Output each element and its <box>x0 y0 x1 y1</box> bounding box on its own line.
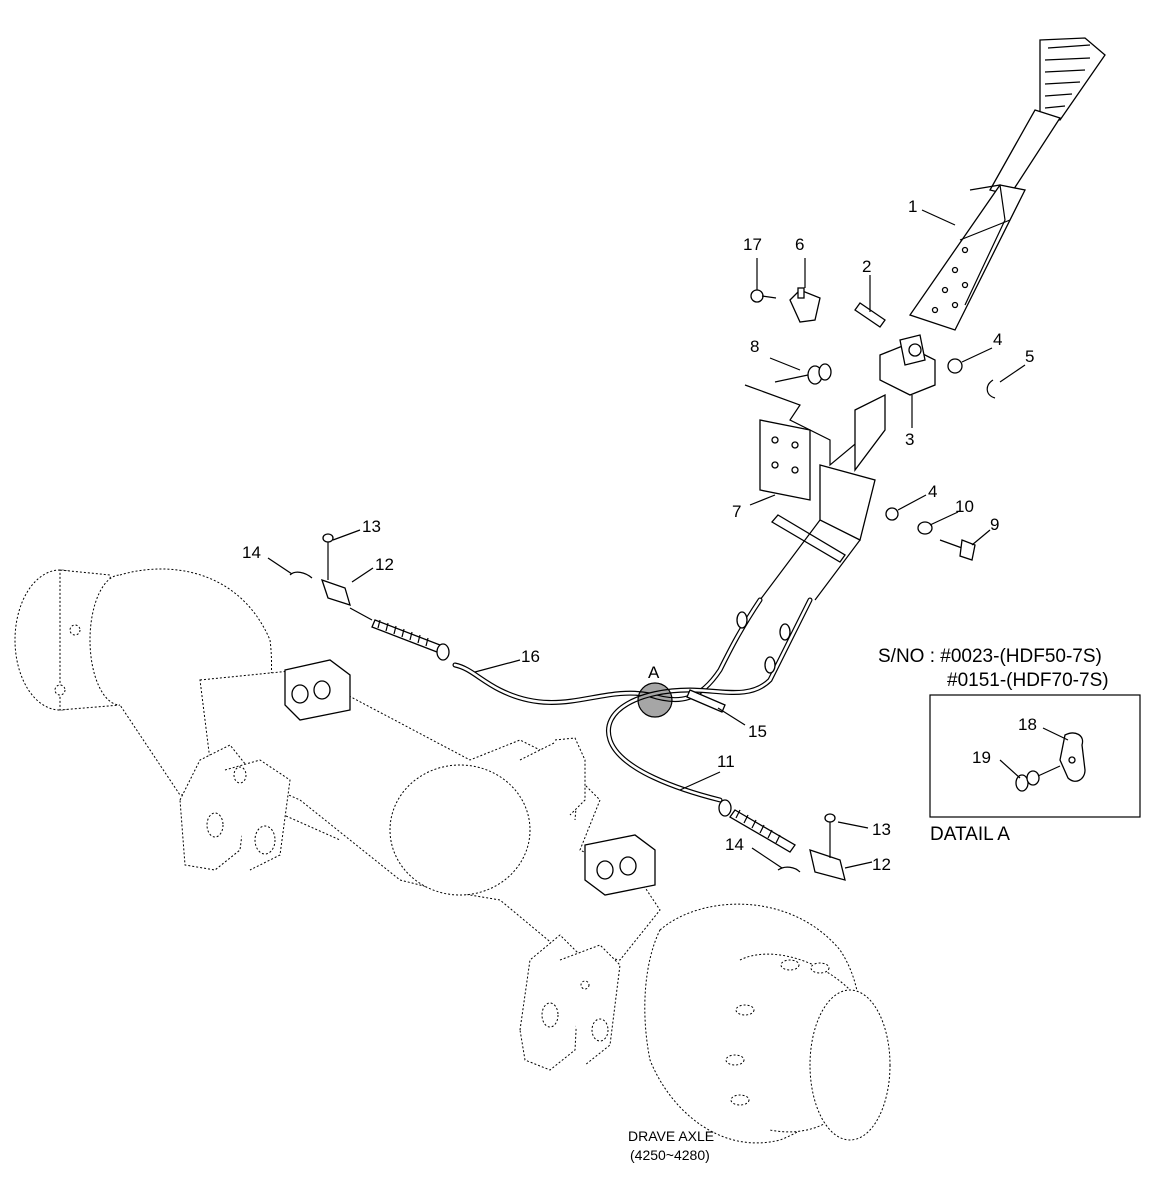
callout-3: 3 <box>905 430 914 449</box>
callout-16: 16 <box>521 647 540 666</box>
spring-washer <box>917 521 933 535</box>
hex-bolt <box>939 539 976 561</box>
detail-a-letter: A <box>648 663 660 682</box>
callout-14-left: 14 <box>242 543 261 562</box>
axle-right-hub <box>644 903 891 1144</box>
clevis-left <box>289 533 351 606</box>
brake-lever <box>908 37 1106 331</box>
clevis-right <box>777 813 846 881</box>
callout-2: 2 <box>862 257 871 276</box>
detail-bracket <box>1059 732 1086 782</box>
serial-number-line-2: #0151-(HDF70-7S) <box>947 670 1109 691</box>
callout-12-right: 12 <box>872 855 891 874</box>
pivot-pin <box>854 302 886 328</box>
detail-a-box <box>929 694 1141 818</box>
callout-numbers: 1 2 3 4 5 6 17 8 7 4 10 9 13 14 12 16 15… <box>242 197 1037 874</box>
axle-caption-line-1: DRAVE AXLE <box>628 1128 714 1144</box>
callout-14-right: 14 <box>725 835 744 854</box>
washer-upper <box>947 358 963 374</box>
callout-15: 15 <box>748 722 767 741</box>
cable-11-right <box>606 597 813 853</box>
snap-ring <box>986 379 996 399</box>
callout-8: 8 <box>750 337 759 356</box>
mounting-bracket <box>744 384 886 601</box>
callout-12-left: 12 <box>375 555 394 574</box>
cable-fittings <box>736 611 791 674</box>
callout-4-upper: 4 <box>993 330 1002 349</box>
callout-19: 19 <box>972 748 991 767</box>
callout-9: 9 <box>990 515 999 534</box>
detail-bolt <box>1015 765 1061 792</box>
callout-13-left: 13 <box>362 517 381 536</box>
drive-axle <box>14 568 891 1144</box>
axle-block-left <box>284 659 351 721</box>
cable-clamp <box>789 287 821 323</box>
clamp-bolt <box>750 289 777 303</box>
callout-4-lower: 4 <box>928 482 937 501</box>
lever-pivot-bracket <box>879 334 936 396</box>
callout-17: 17 <box>743 235 762 254</box>
axle-block-right <box>584 834 656 896</box>
callout-7: 7 <box>732 502 741 521</box>
callout-5: 5 <box>1025 347 1034 366</box>
callout-10: 10 <box>955 497 974 516</box>
cable-retainer <box>686 689 726 713</box>
axle-caption-line-2: (4250~4280) <box>630 1147 710 1163</box>
mount-bolt <box>774 363 832 385</box>
detail-a-marker: A <box>637 663 673 718</box>
callout-6: 6 <box>795 235 804 254</box>
callout-13-right: 13 <box>872 820 891 839</box>
cable-16-left <box>349 597 763 705</box>
callout-1: 1 <box>908 197 917 216</box>
leader-lines <box>267 209 1069 869</box>
serial-number-line-1: S/NO : #0023-(HDF50-7S) <box>878 646 1102 667</box>
axle-housing <box>179 669 661 1071</box>
detail-a-caption: DATAIL A <box>930 824 1010 845</box>
callout-18: 18 <box>1018 715 1037 734</box>
callout-11: 11 <box>717 752 735 771</box>
washer-lower <box>885 507 899 521</box>
